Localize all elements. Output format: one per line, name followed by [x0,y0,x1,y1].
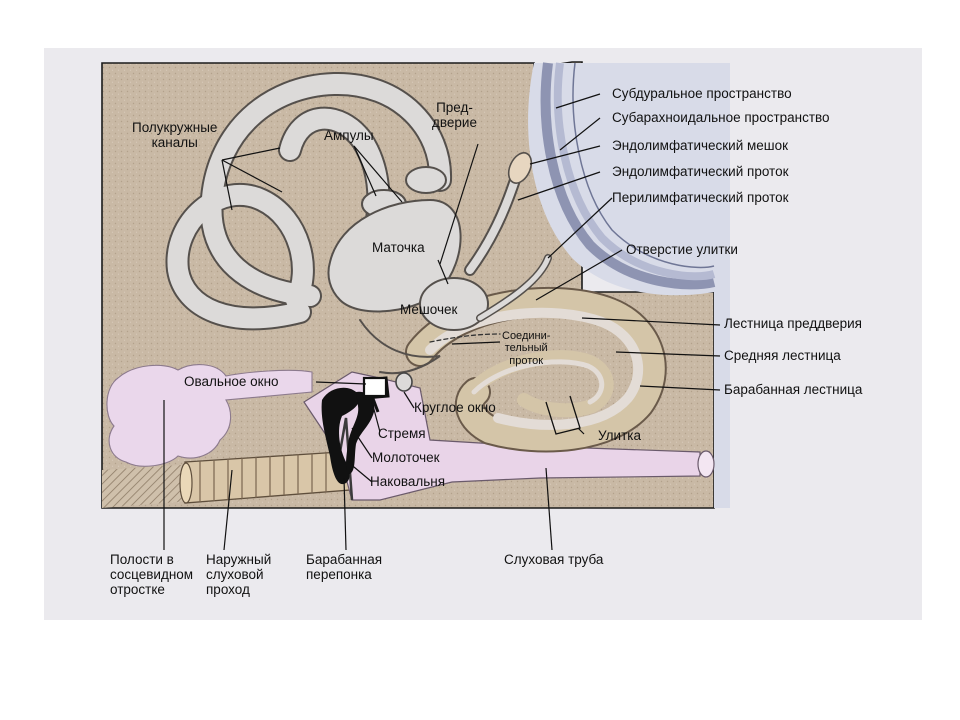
label-endolymphatic-sac: Эндолимфатический мешок [612,138,789,153]
label-malleus: Молоточек [372,450,440,465]
label-scala-tympani: Барабанная лестница [724,382,863,397]
label-subarachnoid-space: Субарахноидальное пространство [612,110,830,125]
oval-window-shape [362,376,388,398]
label-connecting-duct: Соедини- тельный проток [502,330,551,367]
label-cochlea: Улитка [598,428,641,443]
label-round-window: Круглое окно [414,400,496,415]
meninges [528,62,730,508]
label-scala-vestibuli: Лестница преддверия [724,316,862,331]
label-external-canal: Наружный слуховой проход [206,552,272,598]
label-cochlear-aperture: Отверстие улитки [626,242,738,257]
label-subdural-space: Субдуральное пространство [612,86,792,101]
label-scala-media: Средняя лестница [724,348,841,363]
mastoid-air-cells [106,364,313,467]
label-vestibule: Пред- дверие [432,100,477,131]
label-perilymphatic-duct: Перилимфатический проток [612,190,789,205]
label-saccule: Мешочек [400,302,458,317]
leader-lines [163,93,721,551]
membranous-labyrinth [165,71,552,375]
label-utricle: Маточка [372,240,425,255]
label-ampullae: Ампулы [324,128,374,143]
label-stapes: Стремя [378,426,426,441]
label-oval-window: Овальное окно [184,374,279,389]
label-endolymphatic-duct: Эндолимфатический проток [612,164,789,179]
label-incus: Наковальня [370,474,446,489]
round-window-shape [395,372,413,392]
label-eardrum: Барабанная перепонка [306,552,383,583]
label-mastoid-cells: Полости в сосцевидном отростке [110,552,194,598]
cochlea-bracket [545,395,581,435]
label-semicircular-canals: Полукружные каналы [132,120,218,151]
label-eustachian-tube: Слуховая труба [504,552,604,567]
